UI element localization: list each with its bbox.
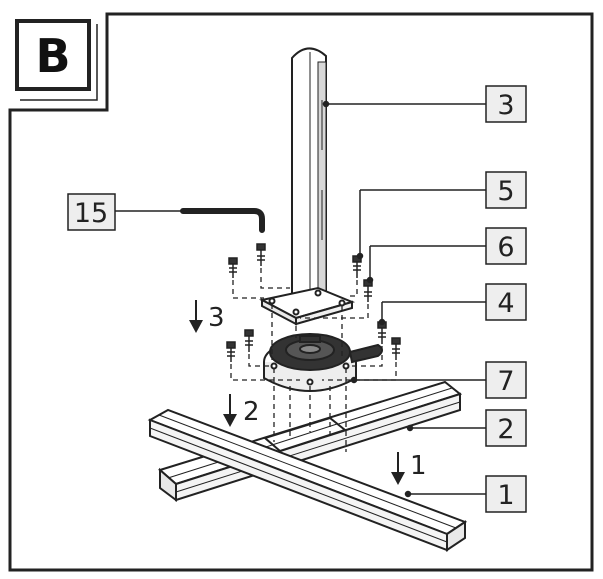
callout-label: 1	[497, 480, 514, 511]
callout-3: 3	[485, 85, 527, 123]
step-number: 3	[208, 303, 225, 333]
frame-border	[8, 12, 594, 572]
frame-notch-inner	[20, 24, 98, 101]
screw	[256, 243, 266, 266]
step-1: 1	[391, 451, 427, 485]
screw	[391, 337, 401, 360]
callout-15: 15	[67, 193, 116, 231]
panel-label: B	[15, 19, 91, 91]
screw	[363, 279, 373, 302]
step-3: 3	[189, 300, 225, 333]
callout-4: 4	[485, 283, 527, 321]
callout-label: 6	[497, 232, 514, 263]
callout-label: 3	[497, 90, 514, 121]
base-rail-cross	[147, 408, 468, 552]
screws-upper	[228, 243, 373, 302]
callout-label: 4	[497, 288, 514, 319]
down-arrow-icon	[189, 320, 203, 333]
callout-2: 2	[485, 409, 527, 447]
callout-label: 15	[74, 198, 108, 229]
down-arrow-icon	[391, 472, 405, 485]
screw	[377, 321, 387, 344]
screw	[352, 255, 362, 278]
base-center-joint	[262, 416, 348, 453]
callout-5: 5	[485, 171, 527, 209]
panel-letter: B	[35, 29, 70, 83]
callout-6: 6	[485, 227, 527, 265]
callout-7: 7	[485, 361, 527, 399]
callout-1: 1	[485, 475, 527, 513]
callout-label: 5	[497, 176, 514, 207]
callout-label: 7	[497, 366, 514, 397]
down-arrow-icon	[223, 414, 237, 427]
screw	[226, 341, 236, 362]
step-2: 2	[223, 394, 260, 427]
screw	[228, 257, 238, 278]
step-number: 2	[243, 397, 260, 427]
allen-key	[180, 208, 265, 233]
callout-label: 2	[497, 414, 514, 445]
step-number: 1	[410, 451, 427, 481]
column	[291, 47, 327, 301]
screw	[244, 329, 254, 352]
leader-lines	[115, 100, 486, 498]
tilt-bracket	[263, 333, 383, 392]
